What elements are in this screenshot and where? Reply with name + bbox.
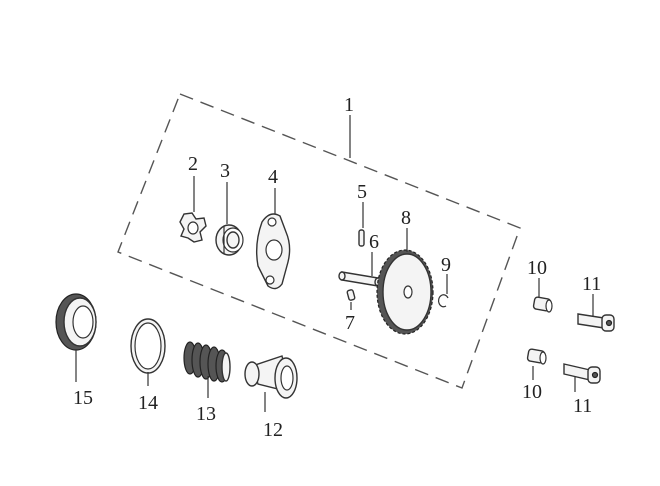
- callout-15: 15: [73, 387, 93, 409]
- callout-7: 7: [345, 312, 355, 334]
- part-13-spring: [183, 341, 231, 383]
- part-14-o-ring: [130, 318, 166, 374]
- part-3-bearing: [215, 224, 244, 256]
- part-10-bushing-lower: [526, 348, 547, 365]
- callout-1: 1: [344, 94, 354, 116]
- part-15-oil-seal: [55, 293, 97, 351]
- part-9-circlip: [437, 294, 449, 308]
- callout-6: 6: [369, 231, 379, 253]
- part-8-gear: [376, 249, 434, 335]
- assembly-boundary: [117, 93, 521, 389]
- part-10-bushing-upper: [532, 296, 553, 313]
- part-6-shaft: [338, 271, 382, 287]
- part-4-bracket: [255, 213, 291, 290]
- callout-2: 2: [188, 153, 198, 175]
- callout-10-upper: 10: [527, 257, 547, 279]
- part-7-key: [346, 289, 356, 301]
- part-11-bolt-lower: [563, 363, 601, 384]
- callout-12: 12: [263, 419, 283, 441]
- callout-13: 13: [196, 403, 216, 425]
- callout-4: 4: [268, 166, 278, 188]
- part-2-toothed-nut: [179, 212, 207, 243]
- callout-11-lower: 11: [573, 395, 592, 417]
- callout-11-upper: 11: [582, 273, 601, 295]
- callout-5: 5: [357, 181, 367, 203]
- part-11-bolt-upper: [577, 313, 615, 332]
- callout-9: 9: [441, 254, 451, 276]
- callout-14: 14: [138, 392, 158, 414]
- callout-8: 8: [401, 207, 411, 229]
- callout-3: 3: [220, 160, 230, 182]
- leader-lines: [75, 115, 594, 412]
- callout-10-lower: 10: [522, 381, 542, 403]
- part-5-pin: [358, 229, 365, 247]
- part-12-flanged-sleeve: [244, 355, 298, 399]
